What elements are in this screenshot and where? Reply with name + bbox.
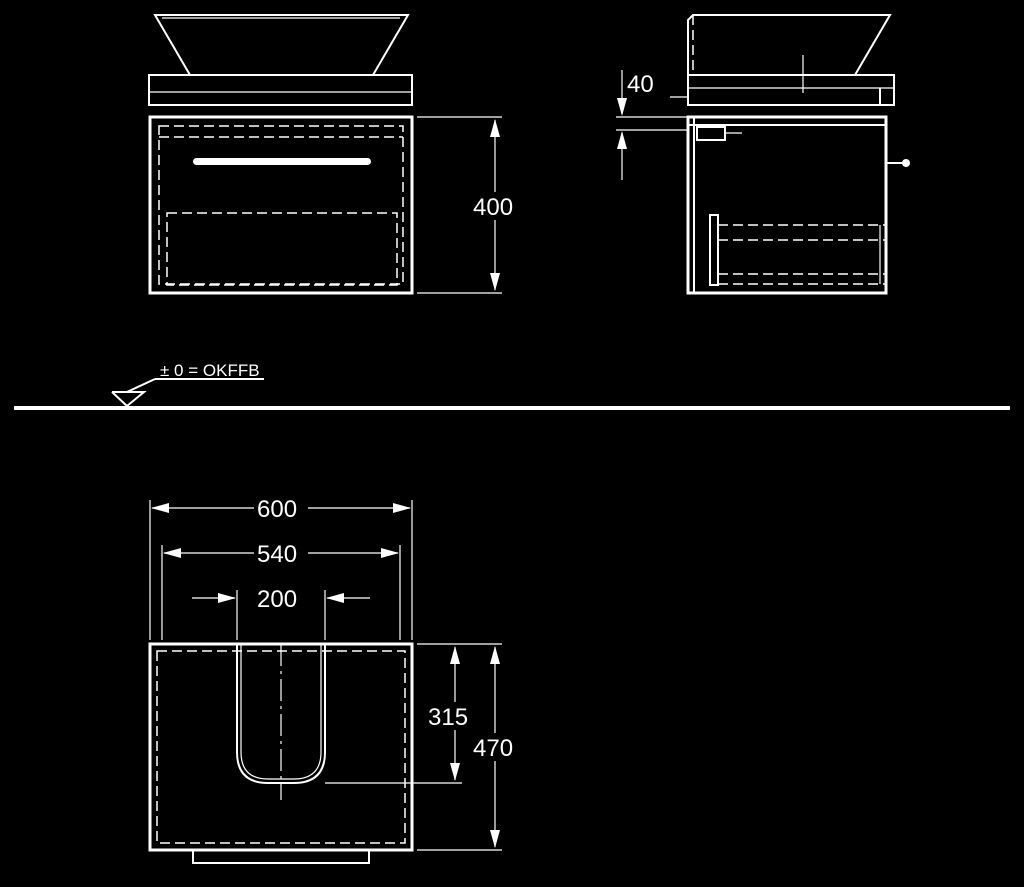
floor-line: [14, 406, 1010, 410]
front-cabinet-body: [148, 115, 414, 295]
dim-depth-315: 315: [428, 704, 468, 731]
side-knob: [902, 159, 910, 167]
floor-label: ± 0 = OKFFB: [160, 361, 260, 380]
top-wall-rail: [192, 849, 370, 864]
siphon-cutout: [236, 644, 326, 784]
dim-depth-470: 470: [473, 735, 513, 762]
dim-height-400: 400: [473, 194, 513, 221]
side-cabinet-body: [686, 115, 888, 295]
front-basin: [153, 14, 410, 76]
side-countertop: [687, 74, 895, 106]
front-countertop: [148, 74, 413, 106]
floor-reference: ± 0 = OKFFB: [14, 361, 1010, 410]
dim-gap-200: 200: [257, 586, 297, 613]
drawer-handle: [193, 158, 371, 165]
front-inner-drawer: [166, 212, 398, 286]
dim-width-600: 600: [257, 496, 297, 523]
side-bracket: [696, 126, 726, 141]
dim-top-40: 40: [627, 71, 654, 98]
floor-marker: [111, 391, 147, 408]
top-cabinet-body: [148, 642, 414, 852]
top-view: 600 540 200 315 470: [148, 495, 522, 864]
side-view: 40: [616, 14, 910, 295]
dim-width-540: 540: [257, 541, 297, 568]
front-view: 400: [148, 14, 522, 295]
side-basin: [687, 14, 892, 76]
